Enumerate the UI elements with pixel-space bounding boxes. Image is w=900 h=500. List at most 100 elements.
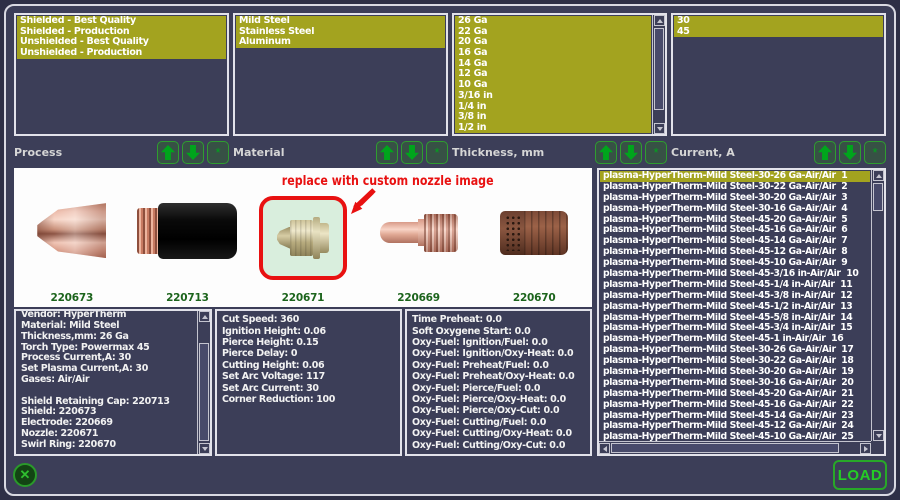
info-line: Gases: Air/Air <box>21 373 90 385</box>
thickness-list-item[interactable]: 3/16 in <box>455 90 651 102</box>
thickness-all-button[interactable]: * <box>645 141 667 164</box>
process-down-button[interactable] <box>182 141 204 164</box>
result-row[interactable]: plasma-HyperTherm-Mild Steel-45-10 Ga-Ai… <box>603 258 848 269</box>
result-row[interactable]: plasma-HyperTherm-Mild Steel-30-26 Ga-Ai… <box>603 345 854 356</box>
close-button[interactable]: ✕ <box>13 463 37 487</box>
scrollbar-thumb[interactable] <box>611 443 839 453</box>
arrow-down-icon <box>405 145 419 160</box>
triangle-down-icon <box>201 446 208 451</box>
result-row[interactable]: plasma-HyperTherm-Mild Steel-30-16 Ga-Ai… <box>603 203 848 214</box>
thickness-list-item[interactable]: 14 Ga <box>455 58 651 70</box>
result-row[interactable]: plasma-HyperTherm-Mild Steel-45-16 Ga-Ai… <box>603 399 854 410</box>
scroll-up-button[interactable] <box>654 15 665 26</box>
param-line: Oxy-Fuel: Ignition/Oxy-Heat: 0.0 <box>412 348 574 360</box>
result-row[interactable]: plasma-HyperTherm-Mild Steel-45-1/2 in-A… <box>603 301 853 312</box>
scrollbar-thumb[interactable] <box>654 28 664 110</box>
scroll-down-button[interactable] <box>873 430 884 441</box>
info-line: Thickness,mm: 26 Ga <box>21 330 129 342</box>
material-list-item[interactable]: Stainless Steel <box>236 26 445 38</box>
thickness-list-item[interactable]: 1/4 in <box>455 101 651 113</box>
close-icon: ✕ <box>19 467 31 482</box>
thickness-list-item[interactable]: 26 Ga <box>455 16 651 27</box>
scroll-down-button[interactable] <box>654 123 665 134</box>
info-line: Process Current,A: 30 <box>21 352 131 364</box>
thickness-scrollbar[interactable] <box>652 15 665 134</box>
result-row[interactable]: plasma-HyperTherm-Mild Steel-45-1/4 in-A… <box>603 279 853 290</box>
torch-info-scrollbar[interactable] <box>197 311 210 454</box>
result-row[interactable]: plasma-HyperTherm-Mild Steel-45-10 Ga-Ai… <box>603 432 854 441</box>
param-line: Oxy-Fuel: Pierce/Fuel: 0.0 <box>412 382 541 394</box>
result-row[interactable]: plasma-HyperTherm-Mild Steel-45-5/8 in-A… <box>603 312 853 323</box>
result-row[interactable]: plasma-HyperTherm-Mild Steel-30-16 Ga-Ai… <box>603 377 854 388</box>
process-list-item[interactable]: Unshielded - Production <box>17 48 226 59</box>
result-row[interactable]: plasma-HyperTherm-Mild Steel-45-20 Ga-Ai… <box>603 214 848 225</box>
result-row[interactable]: plasma-HyperTherm-Mild Steel-30-20 Ga-Ai… <box>603 367 854 378</box>
result-row[interactable]: plasma-HyperTherm-Mild Steel-45-14 Ga-Ai… <box>603 410 854 421</box>
material-up-button[interactable] <box>376 141 398 164</box>
triangle-right-icon <box>863 445 868 452</box>
result-row[interactable]: plasma-HyperTherm-Mild Steel-45-1 in-Air… <box>603 334 844 345</box>
result-row[interactable]: plasma-HyperTherm-Mild Steel-45-16 Ga-Ai… <box>603 225 848 236</box>
thickness-list-item[interactable]: 3/8 in <box>455 112 651 123</box>
info-line: Vendor: HyperTherm <box>21 309 127 321</box>
results-vertical-scrollbar[interactable] <box>871 170 884 441</box>
result-row[interactable]: plasma-HyperTherm-Mild Steel-30-20 Ga-Ai… <box>603 192 848 203</box>
param-line: Oxy-Fuel: Pierce/Oxy-Heat: 0.0 <box>412 393 566 405</box>
process-all-button[interactable]: * <box>207 141 229 164</box>
results-horizontal-scrollbar[interactable] <box>599 441 871 454</box>
material-list-item[interactable]: Aluminum <box>236 37 445 49</box>
cutchart-results-list[interactable]: plasma-HyperTherm-Mild Steel-30-26 Ga-Ai… <box>597 168 886 456</box>
scrollbar-thumb[interactable] <box>199 343 209 441</box>
current-list-item[interactable]: 45 <box>674 26 883 38</box>
param-line: Oxy-Fuel: Preheat/Oxy-Heat: 0.0 <box>412 371 575 383</box>
current-list-item[interactable]: 30 <box>674 16 883 27</box>
thickness-up-button[interactable] <box>595 141 617 164</box>
result-row[interactable]: plasma-HyperTherm-Mild Steel-45-12 Ga-Ai… <box>603 421 854 432</box>
result-row[interactable]: plasma-HyperTherm-Mild Steel-30-26 Ga-Ai… <box>600 171 870 182</box>
process-list-item[interactable]: Shielded - Production <box>17 26 226 38</box>
thickness-list-item[interactable]: 1/2 in <box>455 122 651 133</box>
thickness-list-item[interactable]: 16 Ga <box>455 48 651 59</box>
material-all-button[interactable]: * <box>426 141 448 164</box>
scrollbar-thumb[interactable] <box>873 183 883 211</box>
current-all-button[interactable]: * <box>864 141 886 164</box>
scroll-left-button[interactable] <box>599 443 610 454</box>
scroll-right-button[interactable] <box>860 443 871 454</box>
thickness-label: Thickness, mm <box>452 146 545 159</box>
material-down-button[interactable] <box>401 141 423 164</box>
scroll-up-button[interactable] <box>199 311 210 323</box>
current-up-button[interactable] <box>814 141 836 164</box>
result-row[interactable]: plasma-HyperTherm-Mild Steel-45-3/16 in-… <box>603 269 859 280</box>
result-row[interactable]: plasma-HyperTherm-Mild Steel-45-20 Ga-Ai… <box>603 388 854 399</box>
param-line: Set Arc Current: 30 <box>222 382 319 394</box>
scroll-down-button[interactable] <box>199 443 210 454</box>
result-row[interactable]: plasma-HyperTherm-Mild Steel-45-3/4 in-A… <box>603 323 853 334</box>
thickness-list-item[interactable]: 20 Ga <box>455 37 651 49</box>
thickness-down-button[interactable] <box>620 141 642 164</box>
material-list-item[interactable]: Mild Steel <box>236 16 445 27</box>
thickness-list-item[interactable]: 22 Ga <box>455 26 651 38</box>
process-up-button[interactable] <box>157 141 179 164</box>
load-button[interactable]: LOAD <box>833 460 887 490</box>
thickness-list-item[interactable]: 12 Ga <box>455 69 651 81</box>
result-row[interactable]: plasma-HyperTherm-Mild Steel-45-12 Ga-Ai… <box>603 247 848 258</box>
result-row[interactable]: plasma-HyperTherm-Mild Steel-30-22 Ga-Ai… <box>603 181 848 192</box>
current-down-button[interactable] <box>839 141 861 164</box>
part-number: 220671 <box>281 292 325 305</box>
param-line: Time Preheat: 0.0 <box>412 314 502 326</box>
bottom-bar: ✕ LOAD <box>13 459 887 491</box>
thickness-list-item[interactable]: 10 Ga <box>455 80 651 91</box>
result-row[interactable]: plasma-HyperTherm-Mild Steel-45-3/8 in-A… <box>603 290 853 301</box>
process-list-item[interactable]: Unshielded - Best Quality <box>17 37 226 49</box>
process-list-item[interactable]: Shielded - Best Quality <box>17 16 226 27</box>
scroll-up-button[interactable] <box>873 170 884 181</box>
result-row[interactable]: plasma-HyperTherm-Mild Steel-30-22 Ga-Ai… <box>603 356 854 367</box>
result-row[interactable]: plasma-HyperTherm-Mild Steel-45-14 Ga-Ai… <box>603 236 848 247</box>
